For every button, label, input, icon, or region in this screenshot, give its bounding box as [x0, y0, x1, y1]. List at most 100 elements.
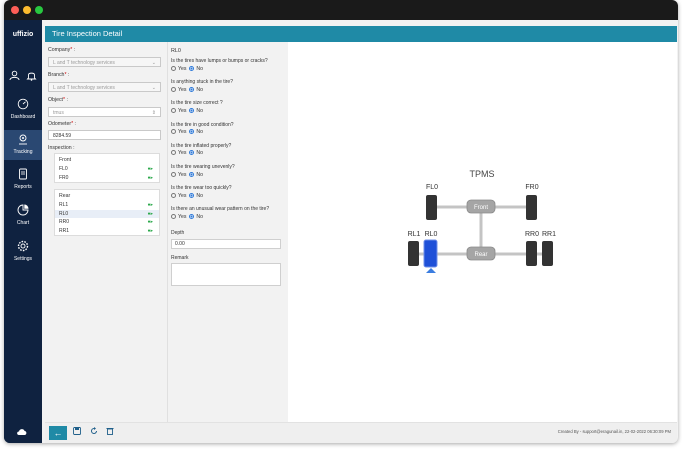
yes-radio[interactable]: Yes — [171, 65, 187, 72]
tire-rr1[interactable] — [542, 241, 553, 266]
company-label-text: Company — [48, 47, 71, 53]
answer-radio-group: Yes No — [171, 213, 203, 220]
rear-title: Rear — [59, 193, 71, 199]
question-text: Is the tire wearing unevenly? — [171, 164, 235, 170]
no-radio[interactable]: No — [189, 129, 203, 135]
object-value: tmus — [53, 110, 64, 116]
yes-label: Yes — [178, 65, 187, 72]
yes-radio[interactable]: Yes — [171, 86, 187, 93]
company-label: Company* : — [48, 47, 76, 53]
tire-fl0[interactable] — [426, 195, 437, 220]
maximize-window-button[interactable] — [35, 6, 43, 14]
yes-radio[interactable]: Yes — [171, 213, 186, 220]
tire-label: RL1 — [59, 202, 69, 208]
nav-dashboard[interactable]: Dashboard — [4, 98, 42, 124]
no-radio[interactable]: No — [189, 86, 203, 93]
save-icon[interactable] — [73, 427, 81, 437]
answer-radio-group: Yes No — [171, 107, 203, 114]
no-radio[interactable]: No — [189, 192, 203, 199]
radio-icon — [189, 150, 195, 156]
tpms-title: TPMS — [469, 169, 494, 179]
tire-row-rl0[interactable]: RL0●▸ — [55, 209, 159, 218]
tpms-canvas: TPMS Front Rear FL0 FR0 RL1 RL0 RR0 RR1 — [288, 42, 677, 422]
nav-settings[interactable]: Settings — [4, 240, 42, 266]
yes-label: Yes — [178, 86, 187, 93]
yes-label: Yes — [178, 192, 187, 199]
questions-panel: RL0 Is the tires have lumps or bumps or … — [171, 44, 285, 421]
close-window-button[interactable] — [11, 6, 19, 14]
question-text: Is the tire inflated properly? — [171, 142, 232, 149]
status-ok-icon: ●▸ — [147, 174, 153, 181]
radio-icon — [189, 192, 195, 198]
tire-row-rr0[interactable]: RR0●▸ — [55, 218, 159, 227]
nav-chart[interactable]: Chart — [4, 204, 42, 230]
footer-created-by: Created By - support@eragunail.in, 22-02… — [557, 429, 671, 434]
tire-row-fr0[interactable]: FR0 ●▸ — [55, 174, 159, 183]
back-button[interactable]: ← — [49, 426, 67, 440]
no-label: No — [196, 65, 203, 72]
rear-tires-box: Rear RL1 ●▸ RL0●▸ RR0●▸ RR1●▸ — [54, 189, 160, 236]
yes-radio[interactable]: Yes — [171, 150, 186, 156]
status-ok-icon: ●▸ — [147, 202, 153, 208]
users-icon[interactable] — [9, 70, 20, 84]
tire-rl0-selected[interactable] — [423, 239, 438, 268]
trash-icon[interactable] — [106, 427, 114, 437]
tire-label: FR0 — [59, 174, 69, 181]
yes-label: Yes — [178, 107, 187, 114]
label-rl1: RL1 — [408, 231, 421, 238]
tire-row-rl1[interactable]: RL1 ●▸ — [55, 201, 159, 210]
refresh-icon[interactable] — [90, 427, 98, 437]
gear-icon — [4, 240, 42, 255]
answer-radio-group: Yes No — [171, 171, 203, 178]
no-radio[interactable]: No — [189, 150, 203, 156]
odometer-value: 8284.59 — [53, 133, 72, 139]
yes-radio[interactable]: Yes — [171, 107, 187, 114]
remark-textarea[interactable] — [171, 263, 281, 286]
radio-icon — [189, 65, 195, 71]
nav-reports[interactable]: Reports — [4, 168, 42, 194]
cloud-icon[interactable] — [16, 427, 28, 439]
no-radio[interactable]: No — [189, 213, 203, 220]
nav-tracking[interactable]: Tracking — [4, 130, 42, 160]
branch-select[interactable]: L and T technology services⌄ — [48, 82, 161, 92]
front-title: Front — [59, 157, 72, 163]
tire-rl1[interactable] — [408, 241, 419, 266]
updown-icon: ⇕ — [151, 110, 156, 116]
answer-radio-group: Yes No — [171, 192, 203, 199]
question-text: Is the tire wear too quickly? — [171, 185, 232, 192]
yes-label: Yes — [178, 150, 187, 157]
object-select[interactable]: tmus ⇕ — [48, 107, 161, 117]
odometer-input[interactable]: 8284.59 — [48, 130, 161, 140]
radio-icon — [189, 213, 195, 219]
minimize-window-button[interactable] — [23, 6, 31, 14]
question-text: Is the tire in good condition? — [171, 121, 234, 128]
label-fl0: FL0 — [426, 184, 438, 191]
page-title: Tire Inspection Detail — [45, 26, 677, 42]
tire-row-rr1[interactable]: RR1●▸ — [55, 227, 159, 236]
yes-radio[interactable]: Yes — [171, 171, 186, 178]
tire-row-fl0[interactable]: FL0●▸ — [55, 165, 159, 174]
title-bar — [4, 0, 678, 20]
bell-icon[interactable] — [26, 70, 37, 84]
tire-fr0[interactable] — [526, 195, 537, 220]
odometer-label-text: Odometer — [48, 121, 72, 127]
depth-input[interactable]: 0.00 — [171, 239, 281, 249]
yes-radio[interactable]: Yes — [171, 129, 186, 135]
tire-label: RR1 — [59, 227, 70, 234]
tire-rr0[interactable] — [526, 241, 537, 266]
divider — [167, 42, 168, 422]
no-radio[interactable]: No — [189, 65, 203, 72]
no-radio[interactable]: No — [189, 107, 203, 114]
company-value: L and T technology services — [53, 60, 115, 66]
no-radio[interactable]: No — [189, 171, 203, 178]
tpms-diagram: TPMS Front Rear FL0 FR0 RL1 RL0 RR0 RR1 — [408, 169, 556, 273]
radio-icon — [189, 86, 195, 92]
company-select[interactable]: L and T technology services⌄ — [48, 57, 161, 67]
no-label: No — [196, 213, 203, 220]
answer-radio-group: Yes No — [171, 129, 203, 135]
gauge-icon — [4, 98, 42, 113]
yes-radio[interactable]: Yes — [171, 192, 187, 199]
inspection-label: Inspection : — [48, 145, 75, 151]
no-label: No — [196, 171, 203, 178]
branch-label-text: Branch — [48, 72, 65, 78]
